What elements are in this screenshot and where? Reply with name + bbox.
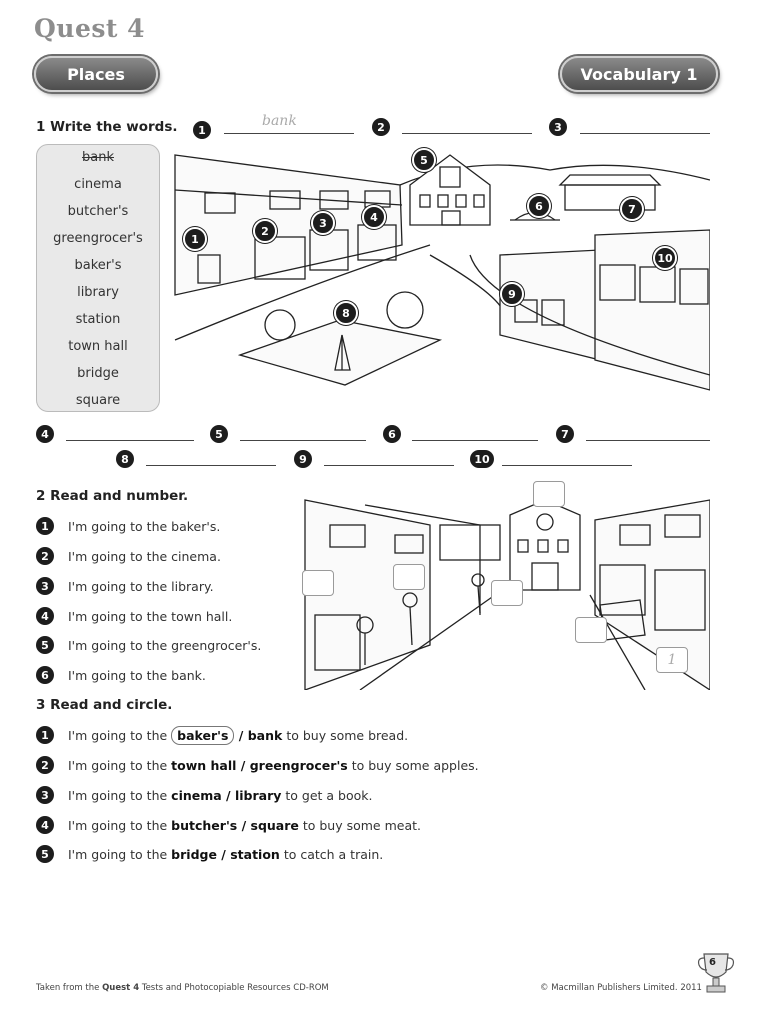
option[interactable]: library [234,788,282,803]
answer-line[interactable] [586,439,710,441]
sentence-number: 5 [36,636,54,654]
page-number: 6 [709,957,716,968]
option[interactable]: greengrocer's [249,758,348,773]
town-illustration [174,154,710,391]
circle-sentence: I'm going to the bridge / station to cat… [68,847,384,862]
picture-label: 7 [620,197,644,221]
sentence-text: I'm going to the town hall. [68,609,233,624]
vocabulary-pill: Vocabulary 1 [560,56,718,92]
answer-box[interactable] [575,617,607,643]
answer-number: 1 [193,121,211,139]
sentence-text: I'm going to the bank. [68,668,206,683]
answer-line[interactable] [224,132,354,134]
word-item: bank [82,150,114,165]
word-item: butcher's [67,204,129,219]
option[interactable]: cinema [171,788,222,803]
answer-box[interactable] [302,570,334,596]
picture-label: 6 [527,194,551,218]
option[interactable]: bridge [171,847,217,862]
answer-line[interactable] [402,132,532,134]
option-circled[interactable]: baker's [171,726,235,745]
places-pill: Places [34,56,158,92]
option[interactable]: town hall [171,758,237,773]
word-item: bridge [77,366,119,381]
answer-line[interactable] [240,439,366,441]
answer-number: 9 [294,450,312,468]
word-list-box: bank cinema butcher's greengrocer's bake… [36,144,160,412]
picture-label: 8 [334,301,358,325]
street-illustration [304,499,710,690]
sentence-text: I'm going to the greengrocer's. [68,638,262,653]
answer-line[interactable] [502,464,632,466]
word-item: greengrocer's [53,231,143,246]
answer-box[interactable] [393,564,425,590]
answer-box[interactable]: 1 [656,647,688,673]
sentence-number: 5 [36,845,54,863]
circle-sentence: I'm going to the town hall / greengrocer… [68,758,479,773]
answer-box[interactable] [491,580,523,606]
answer-line[interactable] [146,464,276,466]
sentence-number: 1 [36,517,54,535]
word-item: library [77,285,119,300]
answer-number: 6 [383,425,401,443]
exercise-2-title: 2 Read and number. [36,488,189,504]
sentence-number: 2 [36,547,54,565]
answer-number: 8 [116,450,134,468]
option[interactable]: butcher's [171,818,238,833]
option[interactable]: bank [247,728,283,743]
word-item: square [75,393,121,408]
word-item: baker's [74,258,122,273]
answer-line[interactable] [580,132,710,134]
footer-copyright: © Macmillan Publishers Limited. 2011 [540,983,702,993]
circle-sentence: I'm going to the butcher's / square to b… [68,818,422,833]
answer-line[interactable] [66,439,194,441]
sentence-number: 3 [36,577,54,595]
example-answer: bank [262,113,297,129]
answer-line[interactable] [412,439,538,441]
picture-label: 3 [311,211,335,235]
sentence-number: 3 [36,786,54,804]
sentence-text: I'm going to the cinema. [68,549,221,564]
circle-sentence: I'm going to the cinema / library to get… [68,788,373,803]
answer-line[interactable] [324,464,454,466]
quest-title: Quest 4 [34,14,146,43]
word-item: town hall [68,339,128,354]
answer-number: 5 [210,425,228,443]
sentence-number: 4 [36,816,54,834]
answer-box[interactable] [533,481,565,507]
circle-sentence: I'm going to the baker's / bank to buy s… [68,726,409,745]
answer-number: 4 [36,425,54,443]
picture-label: 10 [653,246,677,270]
answer-number: 10 [470,450,494,468]
exercise-1-title: 1 Write the words. [36,119,178,135]
answer-number: 2 [372,118,390,136]
footer-source: Taken from the Quest 4 Tests and Photoco… [36,983,329,993]
sentence-number: 6 [36,666,54,684]
picture-label: 2 [253,219,277,243]
option[interactable]: square [250,818,299,833]
sentence-number: 4 [36,607,54,625]
exercise-3-title: 3 Read and circle. [36,697,173,713]
trophy-icon [697,953,735,993]
picture-label: 9 [500,282,524,306]
sentence-number: 2 [36,756,54,774]
picture-label: 4 [362,205,386,229]
picture-label: 5 [412,148,436,172]
sentence-text: I'm going to the library. [68,579,214,594]
word-item: station [75,312,121,327]
sentence-text: I'm going to the baker's. [68,519,221,534]
picture-label: 1 [183,227,207,251]
sentence-number: 1 [36,726,54,744]
word-item: cinema [74,177,122,192]
answer-number: 7 [556,425,574,443]
answer-number: 3 [549,118,567,136]
option[interactable]: station [230,847,280,862]
